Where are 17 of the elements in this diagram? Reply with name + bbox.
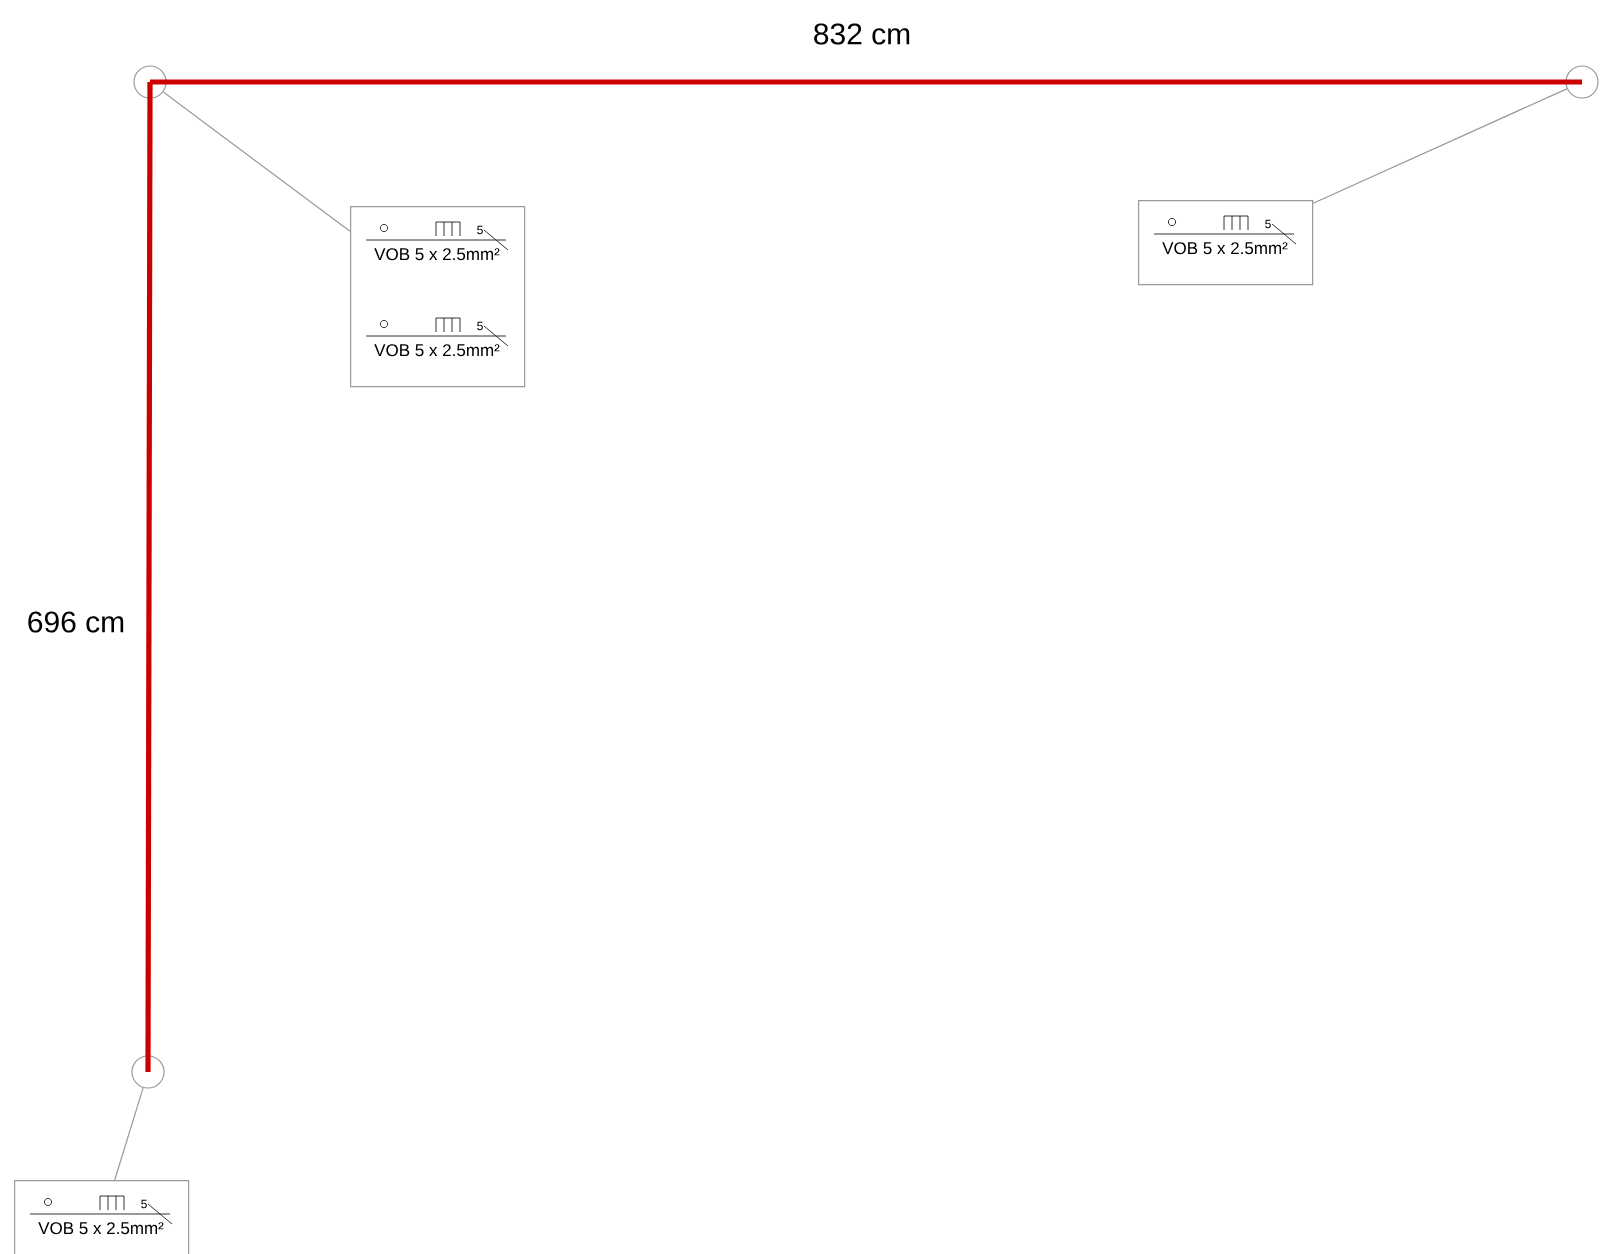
cable-type: VOB 5 x 2.5mm² — [1162, 242, 1288, 255]
cable-type: VOB 5 x 2.5mm² — [374, 248, 500, 261]
leader-line — [162, 91, 351, 232]
cable-run — [145, 82, 153, 1073]
cable-type: VOB 5 x 2.5mm² — [38, 1222, 164, 1235]
leader-line — [114, 1087, 144, 1181]
cable-label-box — [350, 206, 526, 388]
dimension-text: 696 cm — [28, 611, 124, 633]
cable-run — [150, 79, 1582, 85]
cable-label-box — [14, 1180, 190, 1254]
leader-line — [1312, 88, 1568, 204]
cable-type: VOB 5 x 2.5mm² — [374, 344, 500, 357]
dimension-text: 832 cm — [814, 23, 910, 45]
junction-circle — [131, 1055, 165, 1089]
junction-circle — [1565, 65, 1599, 99]
junction-circle — [133, 65, 167, 99]
cable-label-box — [1138, 200, 1314, 286]
